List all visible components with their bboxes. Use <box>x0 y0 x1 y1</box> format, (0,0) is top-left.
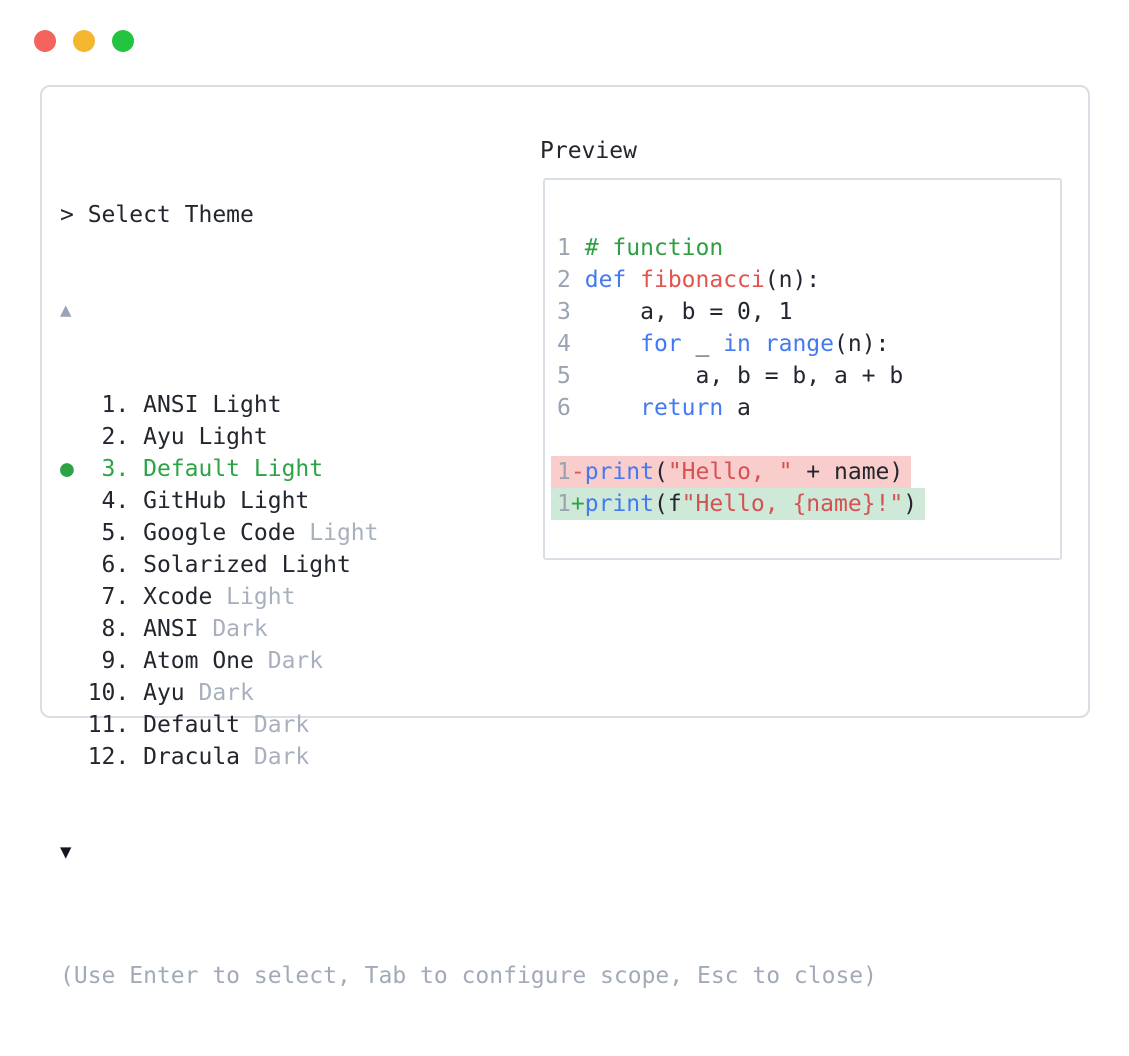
help-text: (Use Enter to select, Tab to configure s… <box>60 963 877 989</box>
line-number: 6 <box>557 395 571 421</box>
line-number: 3 <box>557 299 571 325</box>
code-line: 2 def fibonacci(n): <box>557 264 1060 296</box>
code-token: (f <box>653 491 682 517</box>
code-token: + name) <box>792 459 904 485</box>
line-number: 1 <box>557 491 571 517</box>
theme-item-9[interactable]: 9. Atom One Dark <box>60 645 877 677</box>
theme-item-2[interactable]: 2. Ayu Light <box>60 421 877 453</box>
theme-item-variant: Dark <box>198 616 268 642</box>
line-number: 4 <box>557 331 571 357</box>
minimize-window-button[interactable] <box>73 30 95 52</box>
bullet-slot <box>60 552 88 578</box>
bullet-slot <box>60 712 88 738</box>
diff-sign-removed: - <box>570 459 585 485</box>
bullet-slot <box>60 584 88 610</box>
bullet-slot <box>60 744 88 770</box>
theme-item-label: 5. Google Code <box>87 520 296 546</box>
code-token: fibonacci <box>640 267 765 293</box>
code-line: 5 a, b = b, a + b <box>557 360 1060 392</box>
code-line: 3 a, b = 0, 1 <box>557 296 1060 328</box>
code-token: "Hello, " <box>667 459 793 485</box>
code-token: range <box>764 331 835 357</box>
window-controls <box>34 30 134 52</box>
line-number: 1 <box>557 235 571 261</box>
code-token: in <box>723 331 751 357</box>
code-token: "Hello, {name}!" <box>681 491 904 517</box>
theme-item-variant: Dark <box>240 712 310 738</box>
code-token: # function <box>584 235 724 261</box>
theme-item-label: 8. ANSI <box>87 616 199 642</box>
diff-line-added: 1 + print(f"Hello, {name}!") <box>551 488 926 520</box>
zoom-window-button[interactable] <box>112 30 134 52</box>
code-token <box>751 331 765 357</box>
theme-item-5[interactable]: 5. Google Code Light <box>60 517 877 549</box>
code-token: (n): <box>834 331 890 357</box>
theme-item-8[interactable]: 8. ANSI Dark <box>60 613 877 645</box>
bullet-slot <box>60 616 88 642</box>
theme-item-variant: Dark <box>240 744 310 770</box>
code-token <box>626 267 640 293</box>
theme-item-variant: Dark <box>184 680 254 706</box>
preview-title: Preview <box>540 138 637 164</box>
theme-item-3[interactable]: ● 3. Default Light <box>60 453 877 485</box>
code-line: 1 # function <box>557 232 1060 264</box>
theme-item-label: 1. ANSI Light <box>87 392 282 418</box>
scroll-up-icon[interactable]: ▲ <box>60 299 72 321</box>
line-number: 5 <box>557 363 571 389</box>
theme-selector-panel: > Select Theme ▲ 1. ANSI Light 2. Ayu Li… <box>40 85 1090 989</box>
code-token: print <box>584 491 654 517</box>
code-token: (n): <box>764 267 821 293</box>
selected-dot-icon: ● <box>60 456 88 482</box>
line-number: 1 <box>557 459 571 485</box>
theme-item-label: 7. Xcode <box>87 584 213 610</box>
theme-item-11[interactable]: 11. Default Dark <box>60 709 877 741</box>
theme-item-label: 11. Default <box>87 712 241 738</box>
code-token: for <box>640 331 682 357</box>
scroll-down-icon[interactable]: ▼ <box>60 841 72 863</box>
code-token: ) <box>903 491 918 517</box>
theme-item-1[interactable]: 1. ANSI Light <box>60 389 877 421</box>
code-token: a <box>723 395 751 421</box>
bullet-slot <box>60 520 88 546</box>
diff-line-removed: 1 - print("Hello, " + name) <box>551 456 912 488</box>
theme-item-10[interactable]: 10. Ayu Dark <box>60 677 877 709</box>
theme-item-6[interactable]: 6. Solarized Light <box>60 549 877 581</box>
theme-item-label: 2. Ayu Light <box>87 424 268 450</box>
code-token: a, b = b, a + b <box>584 363 904 389</box>
theme-item-label: 9. Atom One <box>87 648 254 674</box>
code-token: _ <box>681 331 724 357</box>
bullet-slot <box>60 488 88 514</box>
line-number: 2 <box>557 267 571 293</box>
bullet-slot <box>60 424 88 450</box>
select-theme-prompt: > Select Theme <box>60 202 254 228</box>
diff-sign-added: + <box>570 491 585 517</box>
theme-item-label: 12. Dracula <box>87 744 241 770</box>
theme-item-variant: Light <box>212 584 296 610</box>
code-token <box>585 331 640 357</box>
blank-line <box>557 424 1060 456</box>
bullet-slot <box>60 392 88 418</box>
code-token: print <box>584 459 654 485</box>
theme-item-12[interactable]: 12. Dracula Dark <box>60 741 877 773</box>
theme-item-variant: Light <box>295 520 379 546</box>
bullet-slot <box>60 648 88 674</box>
theme-item-variant: Dark <box>253 648 324 674</box>
theme-item-label: 4. GitHub Light <box>87 488 310 514</box>
bullet-slot <box>60 680 88 706</box>
theme-item-label: 6. Solarized Light <box>87 552 351 578</box>
code-token <box>585 395 640 421</box>
theme-item-label: 3. Default Light <box>87 456 324 482</box>
theme-item-label: 10. Ayu <box>87 680 185 706</box>
code-line: 4 for _ in range(n): <box>557 328 1060 360</box>
code-line: 6 return a <box>557 392 1060 424</box>
code-token: a, b = 0, 1 <box>584 299 793 325</box>
code-token: def <box>584 267 627 293</box>
code-token: ( <box>653 459 668 485</box>
close-window-button[interactable] <box>34 30 56 52</box>
code-token: return <box>640 395 724 421</box>
theme-item-7[interactable]: 7. Xcode Light <box>60 581 877 613</box>
theme-item-4[interactable]: 4. GitHub Light <box>60 485 877 517</box>
